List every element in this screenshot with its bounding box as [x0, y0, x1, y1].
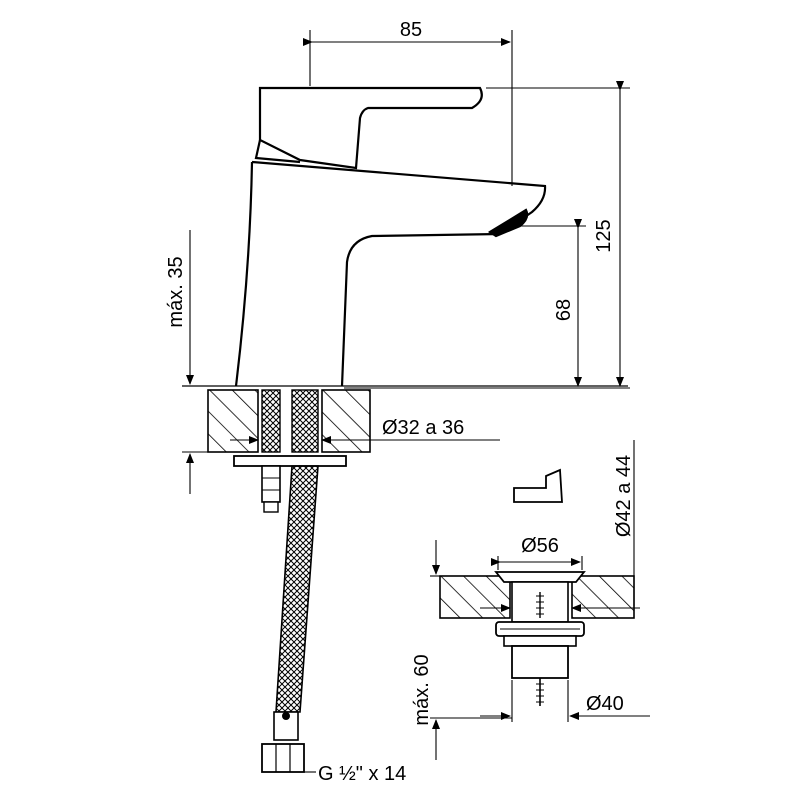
countertop-right: [321, 389, 371, 453]
dimension-labels: 85 125 68 máx. 35 Ø32 a 36 G ½" x 14 Ø56…: [165, 19, 635, 785]
dimension-lines: [182, 30, 650, 773]
body-left: [234, 161, 254, 387]
dim-waste-body-dia: Ø40: [586, 693, 624, 715]
flexible-hose: [275, 465, 319, 713]
dim-height-125: 125: [593, 219, 615, 252]
spout: [251, 160, 547, 387]
popup-cap: [513, 468, 563, 503]
waste-flange: [494, 571, 586, 583]
basin-right: [571, 575, 635, 619]
waste-body: [511, 645, 569, 679]
lever-handle: [258, 86, 483, 170]
dim-waste-hole-dia: Ø42 a 44: [613, 455, 635, 537]
dim-waste-top-dia: Ø56: [521, 535, 559, 557]
lever-underside: [254, 139, 301, 164]
stud-end: [263, 501, 279, 513]
threaded-stud: [261, 389, 281, 453]
basin-left: [439, 575, 511, 619]
dim-width-85: 85: [400, 19, 422, 41]
fixing-plate: [233, 455, 347, 467]
hose-upper: [291, 389, 319, 453]
dim-hole-dia: Ø32 a 36: [382, 417, 464, 439]
dim-max-35: máx. 35: [165, 256, 187, 327]
hose-connector-nut: [261, 743, 305, 773]
dim-waste-max-60: máx. 60: [411, 654, 433, 725]
hose-crimp: [282, 712, 290, 720]
fixing-nut: [261, 465, 281, 503]
dim-connection: G ½" x 14: [318, 763, 406, 785]
faucet-body: [234, 86, 547, 387]
aerator: [487, 208, 529, 238]
waste-valve: [439, 468, 635, 706]
dim-spout-68: 68: [553, 299, 575, 321]
countertop-left: [207, 389, 259, 453]
waste-washer: [503, 635, 577, 647]
